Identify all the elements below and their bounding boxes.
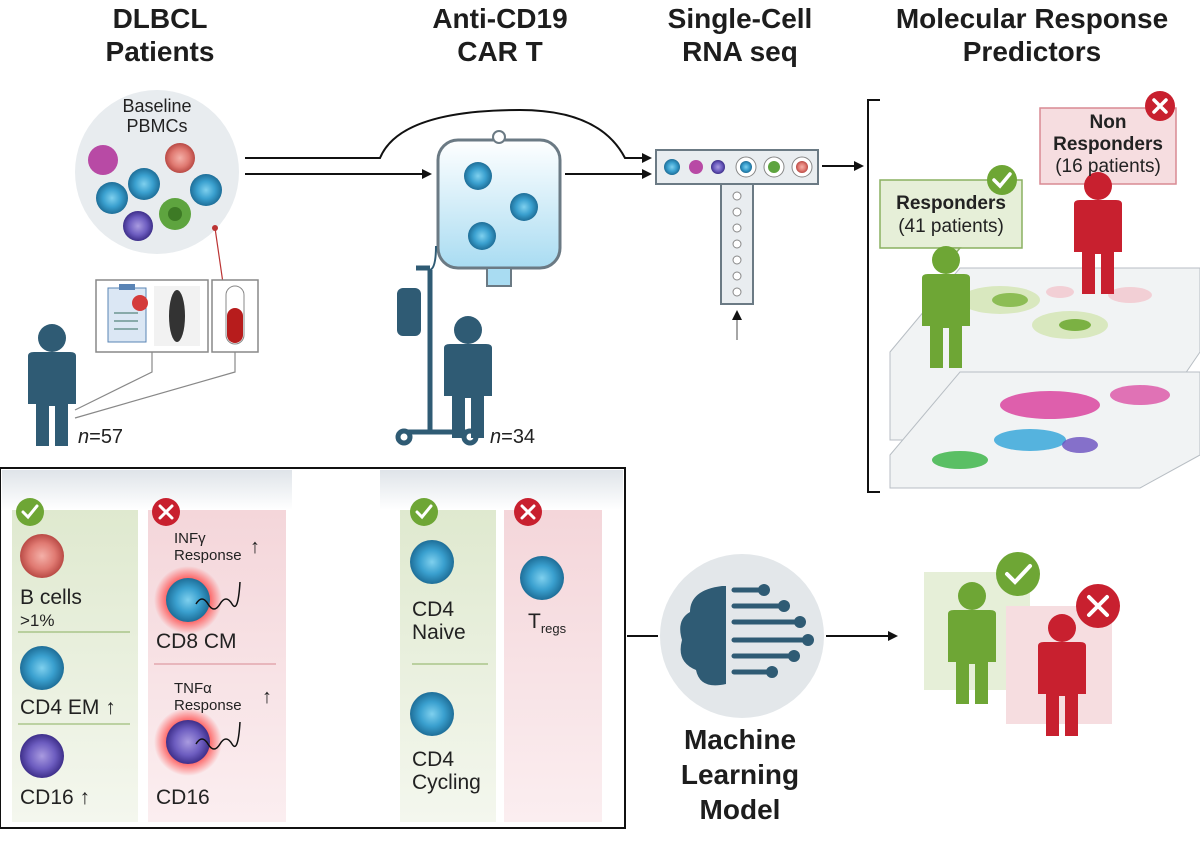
predictor-panel-frame [0, 467, 626, 829]
cart-n-value: 34 [512, 426, 536, 448]
red-cross-icon [132, 295, 148, 311]
cd16-label: CD16 ↑ [20, 786, 90, 809]
annot-line: INFγ [174, 530, 206, 547]
patients-count: n=57 [78, 426, 123, 449]
equals-sign: = [501, 426, 513, 448]
cell-name: B cells [20, 586, 82, 609]
equals-sign: = [89, 426, 101, 448]
responders-title: Responders [896, 193, 1006, 214]
baseline-line: Baseline [122, 96, 192, 116]
heading-line: DLBCL [112, 3, 208, 34]
iv-pump-icon [397, 288, 421, 336]
treg-cell-icon [520, 556, 564, 600]
cell-sub: >1% [20, 611, 55, 630]
check-icon [410, 498, 438, 526]
up-arrow-icon: ↑ [79, 786, 91, 809]
n-symbol: n [78, 426, 90, 448]
heading-line: RNA seq [682, 36, 798, 67]
clinical-records [74, 279, 259, 419]
cd4-cycling-cell-icon [410, 692, 454, 736]
cart-count: n=34 [490, 426, 535, 449]
pbmc-circle [75, 90, 239, 254]
monocyte-cell [88, 145, 118, 175]
tcell-cell [128, 168, 160, 200]
up-arrow-icon: ↑ [250, 536, 260, 558]
annot-line: TNFα [174, 680, 212, 697]
baseline-label: Baseline PBMCs [100, 96, 214, 136]
cd4-cycling-label: CD4 Cycling [412, 748, 481, 794]
cart-patient-icon [444, 316, 492, 438]
non-responders-count: (16 patients) [1055, 156, 1161, 177]
heading-line: Predictors [962, 36, 1102, 67]
tregs-label: Tregs [528, 610, 566, 640]
cell-line: CD4 [412, 748, 455, 771]
cd4-em-label: CD4 EM ↑ [20, 696, 116, 719]
cd8-cm-cell-icon [166, 578, 210, 622]
annot-line: Response [174, 547, 242, 564]
cd16-cell-icon [20, 734, 64, 778]
responders-label: Responders (41 patients) [880, 192, 1022, 238]
cell-line: CD4 [412, 598, 455, 621]
cd16-nonresp-cell-icon [166, 720, 210, 764]
non-responders-title: Non [1089, 112, 1127, 133]
nonresp-column-mid [504, 510, 602, 822]
treg-sub: regs [540, 621, 567, 637]
heading-line: CAR T [457, 36, 543, 67]
heading-patients: DLBCL Patients [60, 2, 260, 68]
check-icon [987, 165, 1017, 195]
cell-name: CD16 [20, 786, 74, 809]
baseline-line: PBMCs [126, 116, 188, 136]
check-icon [996, 552, 1040, 596]
heading-line: Molecular Response [895, 3, 1169, 34]
patients-n-value: 57 [100, 426, 124, 448]
tcell-cell [190, 174, 222, 206]
cell-name: CD4 EM [20, 696, 100, 719]
heading-line: Machine [683, 724, 797, 755]
cell-line: Naive [412, 621, 466, 644]
up-arrow-icon: ↑ [262, 686, 272, 708]
n-symbol: n [490, 426, 502, 448]
microfluidic-chip [655, 149, 819, 340]
cd8-cm-label: CD8 CM [156, 630, 237, 653]
heading-ml: Machine Learning Model [640, 722, 840, 827]
annot-line: Response [174, 697, 242, 714]
heading-predictors: Molecular Response Predictors [864, 2, 1200, 68]
nk-cell [123, 211, 153, 241]
treg-main: T [528, 610, 541, 633]
heading-line: Single-Cell [667, 3, 813, 34]
brain-network-icon [660, 554, 824, 718]
ifng-annotation: INFγ Response [174, 530, 242, 564]
non-responders-title: Responders [1053, 134, 1163, 155]
tnfa-annotation: TNFα Response [174, 680, 242, 714]
check-icon [16, 498, 44, 526]
cd4-naive-label: CD4 Naive [412, 598, 466, 644]
heading-cart: Anti-CD19 CAR T [395, 2, 605, 68]
cd4-naive-cell-icon [410, 540, 454, 584]
non-responders-label: Non Responders (16 patients) [1040, 112, 1176, 178]
bcell-cell [165, 143, 195, 173]
bcell-icon [20, 534, 64, 578]
heading-line: Anti-CD19 [432, 3, 568, 34]
up-arrow-icon: ↑ [105, 696, 116, 719]
heading-line: Learning [680, 759, 800, 790]
cart-infusion-bag [436, 130, 562, 287]
patient-person-icon [28, 324, 76, 446]
bcells-label: B cells >1% [20, 586, 82, 632]
umap-planes [889, 267, 1200, 489]
heading-line: Model [699, 794, 781, 825]
heading-line: Patients [105, 36, 215, 67]
heading-scrna: Single-Cell RNA seq [640, 2, 840, 68]
responders-count: (41 patients) [898, 216, 1004, 237]
cell-line: Cycling [412, 771, 481, 794]
cd16-nonresp-label: CD16 [156, 786, 210, 809]
tcell-cell [96, 182, 128, 214]
cd4-em-cell-icon [20, 646, 64, 690]
